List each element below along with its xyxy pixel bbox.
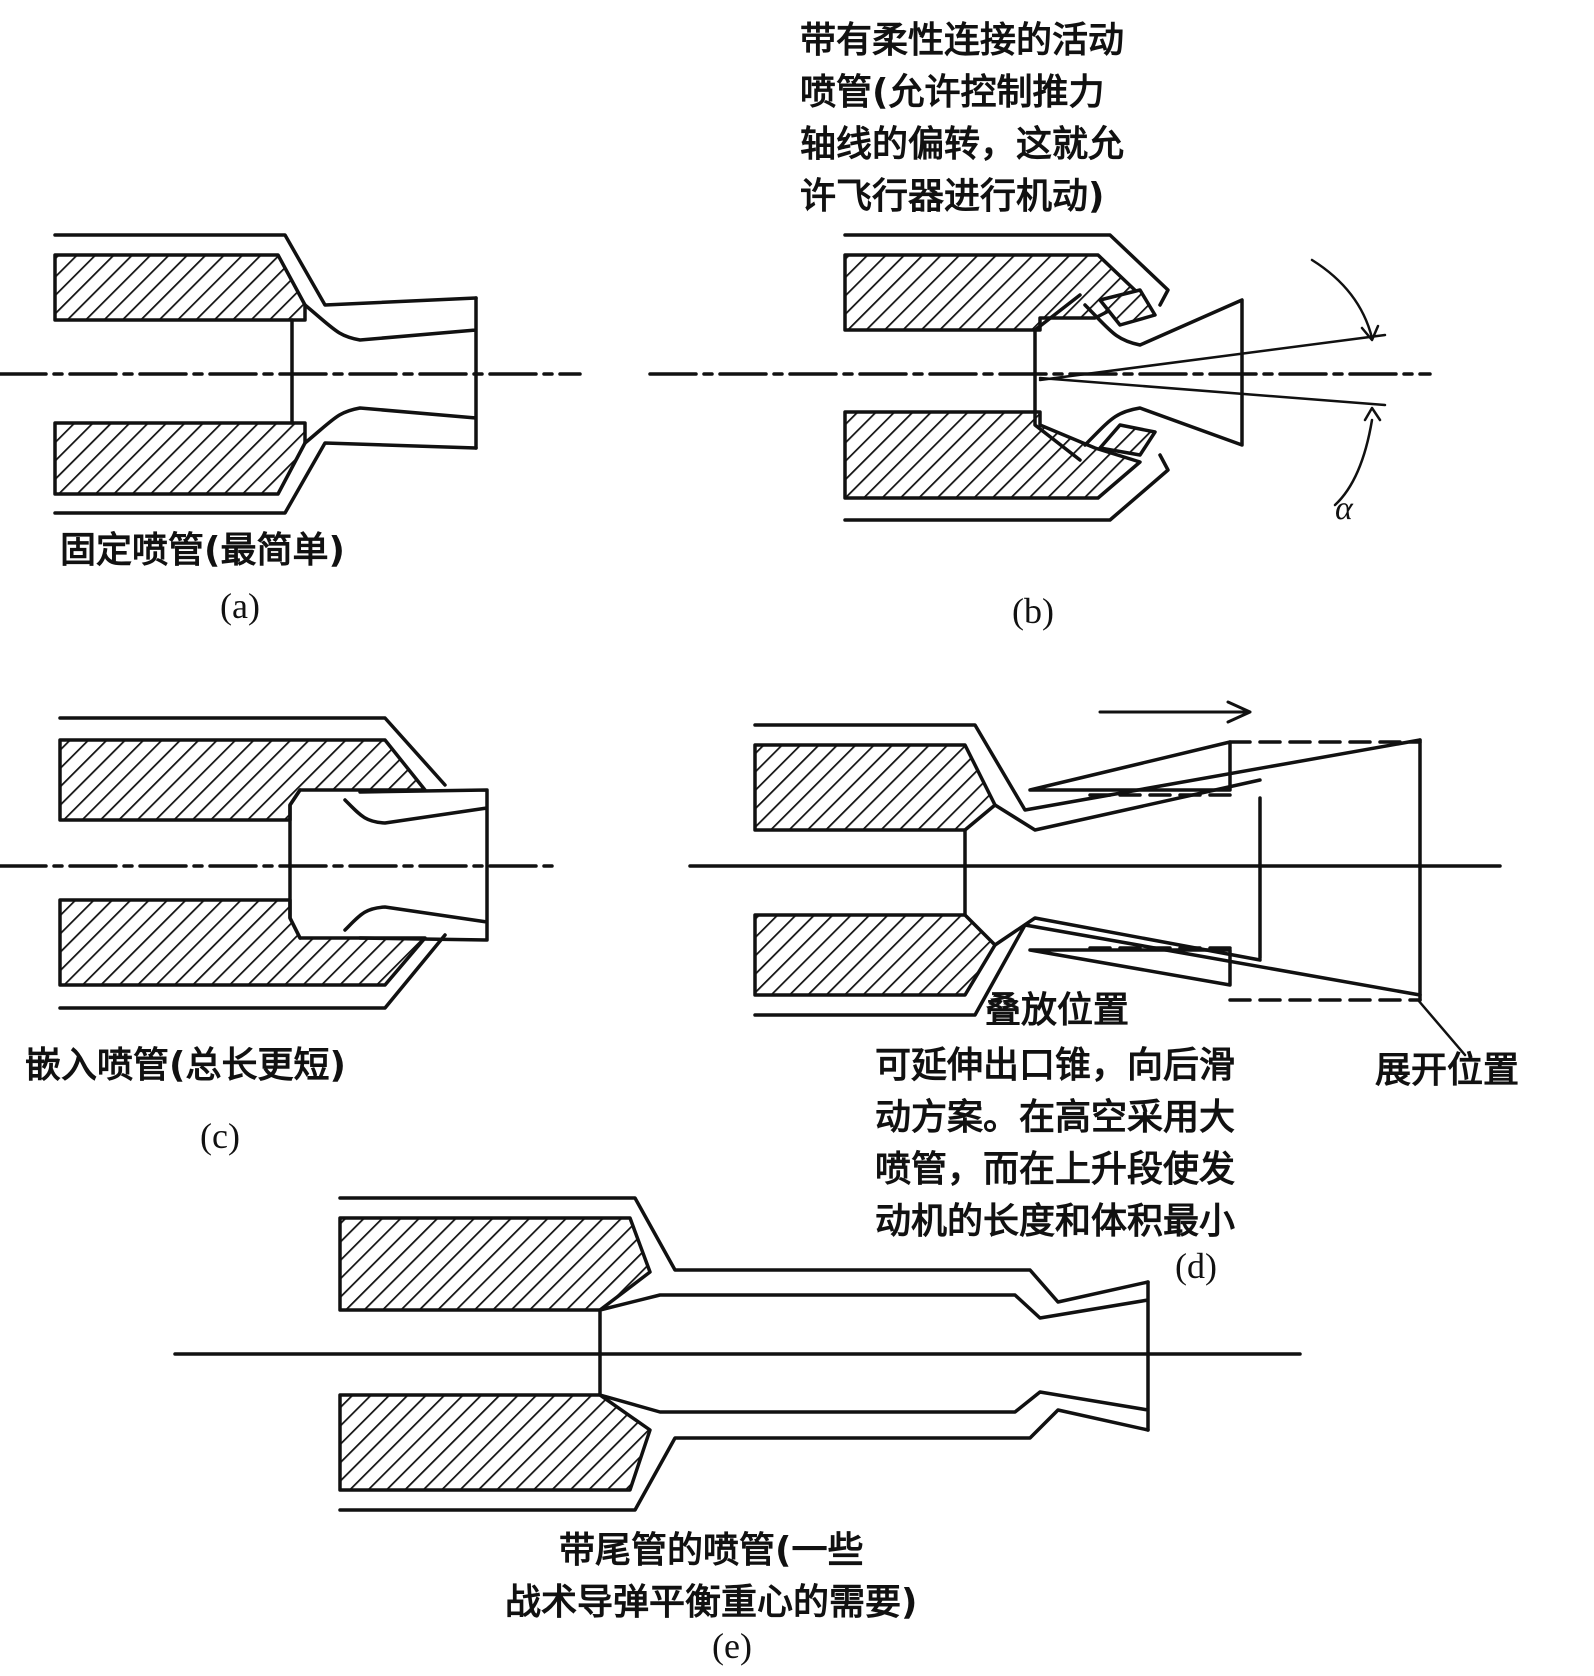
grain-top xyxy=(338,1216,652,1312)
casing-outer xyxy=(753,723,1422,1017)
panel-e-caption: 带尾管的喷管(一些 战术导弹平衡重心的需要) xyxy=(505,1525,917,1629)
panel-a-caption: 固定喷管(最简单) xyxy=(60,530,345,571)
nozzle-wall xyxy=(343,788,489,942)
deployed-position-label: 展开位置 xyxy=(1375,1050,1520,1091)
grain-bottom xyxy=(843,410,1142,500)
panel-b-tag: (b) xyxy=(1012,591,1054,631)
deflected-axis xyxy=(1038,333,1387,407)
grain-top xyxy=(843,253,1142,332)
panel-c-tag: (c) xyxy=(200,1116,240,1156)
caption-line: 带尾管的喷管(一些 xyxy=(559,1530,864,1571)
stowed-cone xyxy=(1028,740,1232,987)
casing-outer xyxy=(53,233,478,515)
grain-bottom xyxy=(753,913,997,997)
grain-top xyxy=(753,743,997,832)
deflection-angle-arrow xyxy=(1310,258,1382,507)
panel-b-caption: 带有柔性连接的活动 喷管(允许控制推力 轴线的偏转，这就允 许飞行器进行机动) xyxy=(800,15,1124,223)
flex-joint-bottom xyxy=(1098,423,1157,457)
caption-line: 战术导弹平衡重心的需要) xyxy=(505,1582,918,1623)
deployed-leader xyxy=(1416,998,1467,1057)
panel-c-caption: 嵌入喷管(总长更短) xyxy=(25,1045,346,1086)
caption-line: 可延伸出口锥，向后滑 xyxy=(875,1045,1236,1086)
throat-wall xyxy=(963,778,1262,962)
panel-d-caption: 可延伸出口锥，向后滑 动方案。在高空采用大 喷管，而在上升段使发 动机的长度和体… xyxy=(875,1040,1235,1248)
caption-line: 喷管，而在上升段使发 xyxy=(875,1149,1236,1190)
blast-tube-wall xyxy=(598,1280,1150,1432)
grain-bottom xyxy=(53,421,307,496)
caption-line: 许飞行器进行机动) xyxy=(800,176,1105,217)
chamber-wall xyxy=(1033,293,1082,462)
caption-line: 轴线的偏转，这就允 xyxy=(800,124,1125,165)
flex-joint-top xyxy=(1098,288,1157,327)
casing-outer xyxy=(338,1196,1150,1512)
grain-top xyxy=(58,738,427,822)
casing-outer xyxy=(58,716,447,1010)
grain-top xyxy=(53,253,307,322)
casing-outer xyxy=(843,233,1170,522)
stowed-position-label: 叠放位置 xyxy=(985,990,1130,1031)
panel-b-movable-nozzle xyxy=(648,233,1432,522)
panel-c-submerged-nozzle xyxy=(0,716,562,1010)
panel-e-tag: (e) xyxy=(712,1626,752,1666)
panel-a-fixed-nozzle xyxy=(0,233,582,515)
caption-line: 动方案。在高空采用大 xyxy=(875,1097,1236,1138)
grain-bottom xyxy=(338,1393,652,1492)
panel-d-extendible-nozzle xyxy=(688,700,1502,1057)
panel-d-tag: (d) xyxy=(1175,1246,1217,1286)
panel-e-blast-tube-nozzle xyxy=(173,1196,1302,1512)
caption-line: 带有柔性连接的活动 xyxy=(800,20,1125,61)
deflection-angle-symbol: α xyxy=(1335,490,1353,527)
panel-a-tag: (a) xyxy=(220,586,260,626)
deployed-outline xyxy=(1088,740,1422,1002)
caption-line: 动机的长度和体积最小 xyxy=(875,1201,1236,1242)
grain-bottom xyxy=(58,898,427,987)
deployed-exit xyxy=(1258,738,1422,1002)
slide-arrow xyxy=(1098,700,1252,724)
caption-line: 喷管(允许控制推力 xyxy=(800,72,1105,113)
chamber-wall xyxy=(288,788,302,940)
